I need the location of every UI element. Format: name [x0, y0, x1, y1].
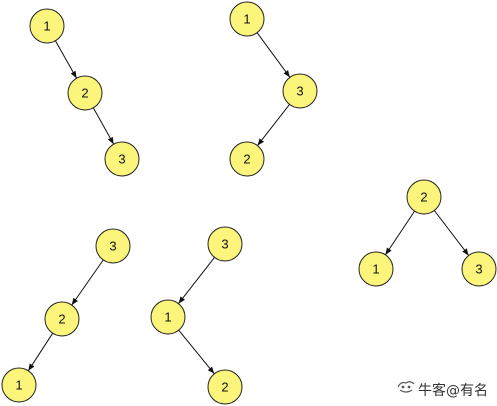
node-label: 3	[118, 152, 125, 167]
node-circle	[207, 369, 243, 405]
node-circle	[44, 301, 80, 337]
node-label: 1	[164, 310, 171, 325]
node-label: 1	[15, 378, 22, 393]
node-circle	[67, 75, 103, 111]
node-label: 1	[243, 12, 250, 27]
node-label: 2	[58, 312, 65, 327]
node-label: 1	[43, 19, 50, 34]
node-label: 3	[296, 84, 303, 99]
tree-5-node-2: 2	[207, 369, 243, 405]
tree-5-edge-1-to-2	[178, 329, 215, 375]
watermark: 牛客@有名	[397, 381, 488, 399]
tree-1-edge-1-to-2	[54, 40, 78, 79]
node-label: 3	[475, 262, 482, 277]
edges	[27, 32, 470, 375]
tree-4-edge-2-to-1	[27, 332, 54, 372]
node-circle	[406, 179, 442, 215]
tree-2-node-2: 2	[229, 141, 265, 177]
node-circle	[150, 299, 186, 335]
tree-4-node-1: 1	[1, 367, 37, 403]
tree-2-edge-1-to-3	[256, 32, 291, 78]
tree-3-node-3: 3	[461, 251, 497, 287]
node-circle	[229, 141, 265, 177]
niuke-logo-icon	[397, 381, 415, 393]
tree-5-node-3: 3	[207, 226, 243, 262]
tree-1-node-1: 1	[29, 8, 65, 44]
node-circle	[461, 251, 497, 287]
node-circle	[1, 367, 37, 403]
tree-5-node-1: 1	[150, 299, 186, 335]
tree-3-node-2: 2	[406, 179, 442, 215]
tree-4-node-3: 3	[95, 228, 131, 264]
tree-2-edge-3-to-2	[257, 104, 290, 146]
node-label: 1	[372, 262, 379, 277]
tree-1-edge-2-to-3	[92, 107, 115, 145]
node-circle	[229, 1, 265, 37]
node-label: 2	[81, 86, 88, 101]
node-circle	[95, 228, 131, 264]
node-circle	[358, 251, 394, 287]
node-label: 3	[221, 237, 228, 252]
node-label: 2	[243, 152, 250, 167]
tree-1-node-3: 3	[104, 141, 140, 177]
node-label: 2	[221, 380, 228, 395]
tree-1-node-2: 2	[67, 75, 103, 111]
node-circle	[29, 8, 65, 44]
watermark-text: 牛客@有名	[418, 382, 488, 399]
tree-3-edge-2-to-3	[433, 210, 470, 256]
tree-2-node-1: 1	[229, 1, 265, 37]
tree-4-node-2: 2	[44, 301, 80, 337]
node-circle	[104, 141, 140, 177]
tree-3-edge-2-to-1	[384, 210, 416, 256]
tree-2-node-3: 3	[282, 73, 318, 109]
node-circle	[207, 226, 243, 262]
node-label: 2	[420, 190, 427, 205]
tree-5-edge-3-to-1	[178, 257, 215, 304]
tree-3-node-1: 1	[358, 251, 394, 287]
node-label: 3	[109, 239, 116, 254]
tree-4-edge-3-to-2	[71, 259, 104, 306]
node-circle	[282, 73, 318, 109]
